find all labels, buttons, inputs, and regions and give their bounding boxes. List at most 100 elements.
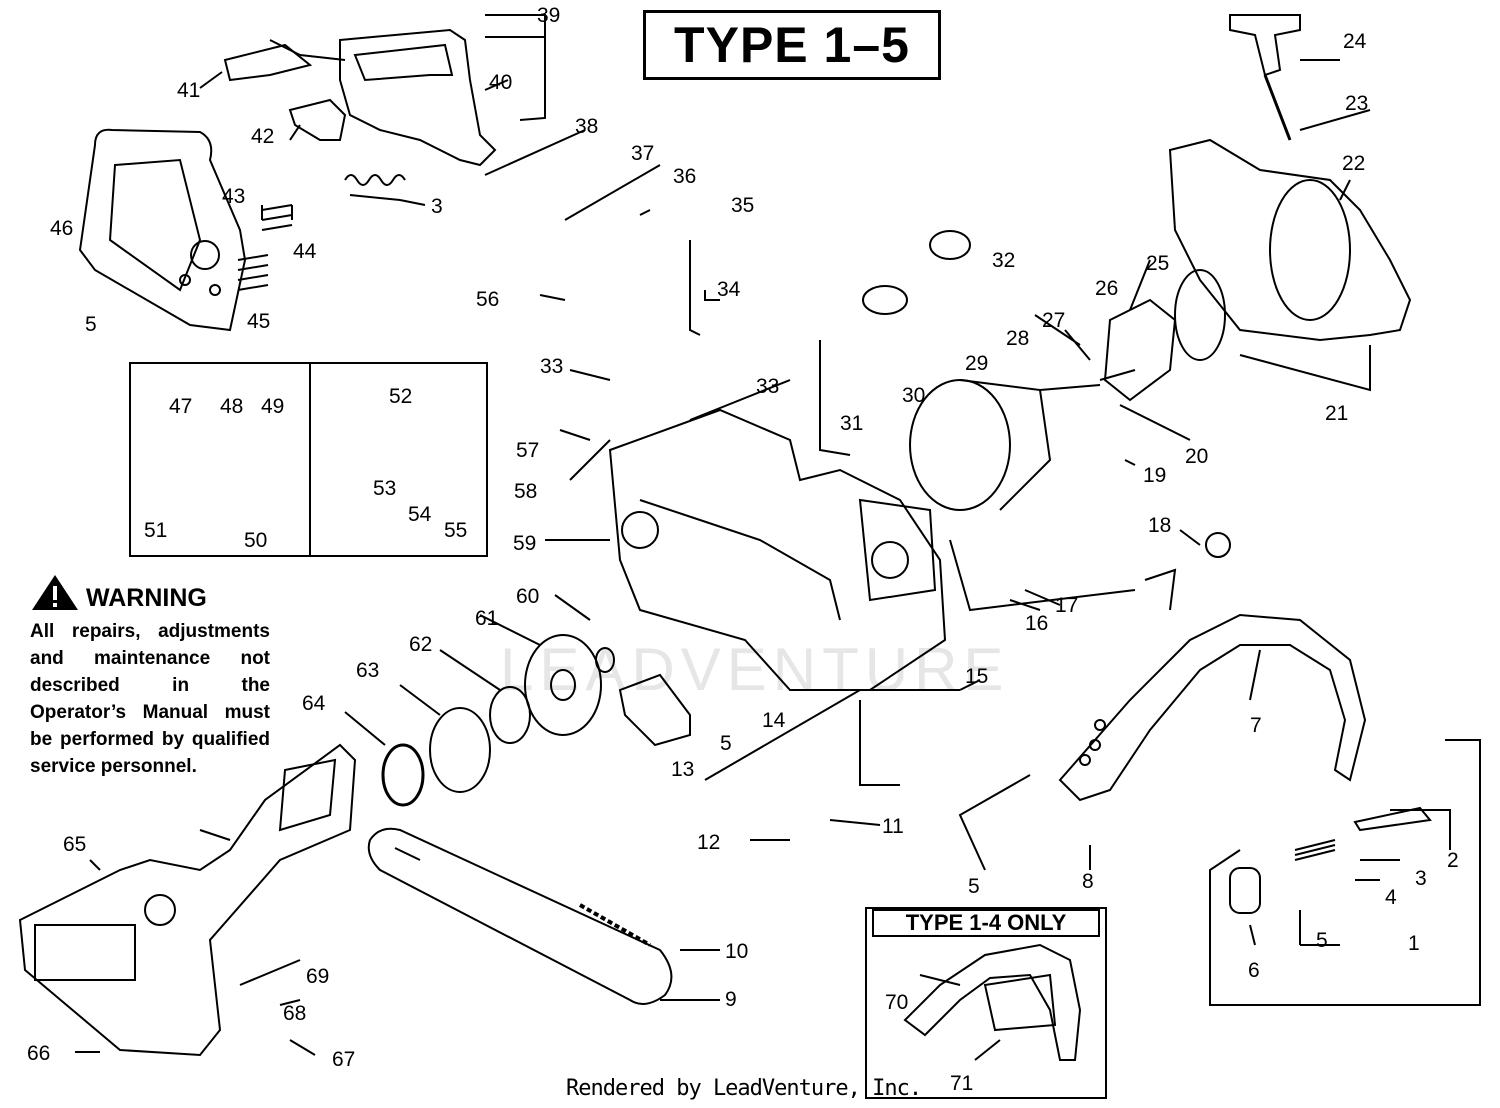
rim-sprocket-64 xyxy=(381,743,425,807)
callout-12: 12 xyxy=(697,831,720,854)
callout-7: 7 xyxy=(1250,714,1262,737)
callout-51: 51 xyxy=(144,519,167,542)
inset-box-oil-pump xyxy=(129,362,488,557)
callout-71: 71 xyxy=(950,1072,973,1095)
callout-14: 14 xyxy=(762,709,786,732)
callout-5b: 5 xyxy=(85,313,97,336)
callout-33b: 33 xyxy=(756,375,779,398)
callout-32: 32 xyxy=(992,249,1015,272)
callout-59: 59 xyxy=(513,532,536,555)
callout-36: 36 xyxy=(673,165,696,188)
callout-10: 10 xyxy=(725,940,748,963)
clutch-cover-part xyxy=(18,743,357,1057)
callout-44: 44 xyxy=(293,240,317,263)
callout-28: 28 xyxy=(1006,327,1029,350)
plate-2 xyxy=(1353,806,1432,832)
inset-title: TYPE 1-4 ONLY xyxy=(905,910,1067,935)
callout-31: 31 xyxy=(840,412,863,435)
clutch-drum-part xyxy=(524,634,602,736)
callout-40: 40 xyxy=(489,71,512,94)
callout-13: 13 xyxy=(671,758,694,781)
callout-4: 4 xyxy=(1385,886,1397,909)
callout-46: 46 xyxy=(50,217,73,240)
callouts: 1 2 3 4 5 6 7 8 9 10 11 12 13 14 15 16 1… xyxy=(27,4,1459,1095)
top-handle-part xyxy=(339,28,497,167)
callout-41: 41 xyxy=(177,79,200,102)
callout-57: 57 xyxy=(516,439,539,462)
spring-3 xyxy=(344,174,406,186)
saw-chain-part xyxy=(579,903,651,947)
callout-53: 53 xyxy=(373,477,396,500)
callout-16: 16 xyxy=(1025,612,1048,635)
callout-61: 61 xyxy=(475,607,498,630)
spring-2 xyxy=(1294,839,1336,861)
inset-box-type-1-4 xyxy=(865,907,1107,1099)
callout-62: 62 xyxy=(409,633,432,656)
callout-17: 17 xyxy=(1055,594,1078,617)
callout-65: 65 xyxy=(63,833,86,856)
callout-60: 60 xyxy=(516,585,539,608)
callout-9: 9 xyxy=(725,988,737,1011)
starter-grip-part xyxy=(1229,14,1301,141)
callout-20: 20 xyxy=(1185,445,1208,468)
callout-22: 22 xyxy=(1342,152,1365,175)
warning-heading: WARNING xyxy=(86,583,207,612)
callout-45: 45 xyxy=(247,310,270,333)
callout-18: 18 xyxy=(1148,514,1171,537)
page-title: TYPE 1–5 xyxy=(643,10,941,80)
callout-35: 35 xyxy=(731,194,754,217)
callout-68: 68 xyxy=(283,1002,306,1025)
callout-58: 58 xyxy=(514,480,537,503)
callout-27: 27 xyxy=(1042,309,1065,332)
callout-39: 39 xyxy=(537,4,560,27)
callout-3b: 3 xyxy=(431,195,443,218)
bushing-6 xyxy=(1229,867,1261,914)
rear-handle-part xyxy=(78,128,247,332)
washer-62 xyxy=(489,686,531,744)
chain-guide-13 xyxy=(618,673,691,747)
callout-8: 8 xyxy=(1082,870,1094,893)
callout-34: 34 xyxy=(717,278,741,301)
callout-5c: 5 xyxy=(720,732,732,755)
callout-63: 63 xyxy=(356,659,379,682)
callout-21: 21 xyxy=(1325,402,1348,425)
pulley-part xyxy=(1174,269,1226,361)
callout-37: 37 xyxy=(631,142,654,165)
callout-26: 26 xyxy=(1095,277,1118,300)
callout-25: 25 xyxy=(1146,252,1169,275)
callout-5: 5 xyxy=(1316,929,1328,952)
spring-44 xyxy=(261,204,293,231)
spring-45 xyxy=(237,254,269,291)
callout-1: 1 xyxy=(1408,932,1420,955)
callout-15: 15 xyxy=(965,665,988,688)
guide-bar-part xyxy=(367,827,673,1005)
callout-42: 42 xyxy=(251,125,274,148)
warning-notice: WARNING All repairs, adjustments and mai… xyxy=(30,582,270,780)
callout-6: 6 xyxy=(1248,959,1260,982)
crankcase-part xyxy=(608,408,947,691)
callout-11: 11 xyxy=(882,815,904,838)
flywheel-part xyxy=(909,379,1052,511)
callout-33a: 33 xyxy=(540,355,563,378)
front-handle-part xyxy=(1058,613,1367,802)
callout-55: 55 xyxy=(444,519,467,542)
callout-49: 49 xyxy=(261,395,284,418)
watermark-text: LEADVENTURE xyxy=(500,636,1009,703)
callout-54: 54 xyxy=(408,503,432,526)
callout-67: 67 xyxy=(332,1048,355,1071)
callout-69: 69 xyxy=(306,965,329,988)
footer-credit: Rendered by LeadVenture, Inc. xyxy=(566,1076,922,1101)
callout-52: 52 xyxy=(389,385,412,408)
callout-29: 29 xyxy=(965,352,988,375)
clutch-63 xyxy=(429,707,491,793)
starter-pawl-part xyxy=(1103,298,1177,402)
callout-3: 3 xyxy=(1415,867,1427,890)
callout-66: 66 xyxy=(27,1042,50,1065)
trigger-lockout-part xyxy=(288,98,347,141)
callout-70: 70 xyxy=(885,991,908,1014)
callout-50: 50 xyxy=(244,529,267,552)
callout-56: 56 xyxy=(476,288,499,311)
warning-icon xyxy=(32,575,78,610)
throttle-trigger-part xyxy=(223,43,313,82)
